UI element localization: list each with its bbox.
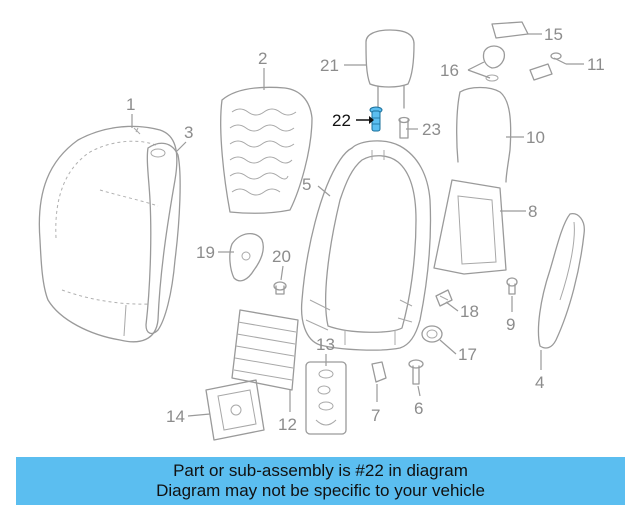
callout-21: 21 <box>320 56 339 75</box>
callout-5: 5 <box>302 175 311 194</box>
callout-12: 12 <box>278 415 297 434</box>
part-7-clip <box>371 361 387 383</box>
callout-13: 13 <box>316 335 335 354</box>
callout-14: 14 <box>166 407 185 426</box>
callout-15: 15 <box>544 25 563 44</box>
callout-4: 4 <box>535 373 544 392</box>
part-23-guide <box>398 116 410 139</box>
part-1-seat-back-cover <box>38 125 178 343</box>
part-14-mounting-plate <box>205 379 265 441</box>
callout-6: 6 <box>414 399 423 418</box>
part-13-hardware-kit <box>305 361 347 435</box>
callouts: 1 2 3 4 5 6 7 8 9 10 11 12 13 14 15 16 1… <box>126 25 605 434</box>
callout-7: 7 <box>371 406 380 425</box>
part-12-lumbar-support <box>231 309 299 391</box>
part-2-spring-mat <box>220 86 313 214</box>
part-21-headrest <box>365 29 415 109</box>
part-16-cover <box>482 45 506 82</box>
callout-20: 20 <box>272 247 291 266</box>
part-8-back-panel <box>433 179 507 275</box>
callout-23: 23 <box>422 120 441 139</box>
part-10-wire <box>456 86 512 183</box>
callout-11: 11 <box>587 55 605 74</box>
callout-16: 16 <box>440 61 459 80</box>
part-5-seat-frame <box>300 140 432 351</box>
callout-22: 22 <box>332 111 351 130</box>
callout-9: 9 <box>506 315 515 334</box>
callout-17: 17 <box>458 345 477 364</box>
part-11-bolts <box>529 52 562 81</box>
part-4-side-shield <box>537 213 585 349</box>
leader-22 <box>356 116 374 124</box>
part-17-knob <box>421 325 443 343</box>
leader-lines <box>131 33 584 417</box>
part-19-bracket <box>229 233 264 282</box>
banner-line-1: Part or sub-assembly is #22 in diagram <box>173 461 468 480</box>
callout-2: 2 <box>258 49 267 68</box>
banner-line-2: Diagram may not be specific to your vehi… <box>156 481 485 500</box>
callout-19: 19 <box>196 243 215 262</box>
part-18-lever <box>435 289 453 307</box>
callout-1: 1 <box>126 95 135 114</box>
callout-3: 3 <box>184 123 193 142</box>
part-9-clip <box>506 277 518 295</box>
part-15-trim <box>491 21 529 39</box>
callout-18: 18 <box>460 302 479 321</box>
part-6-screw <box>408 359 424 385</box>
callout-10: 10 <box>526 128 545 147</box>
info-banner: Part or sub-assembly is #22 in diagram D… <box>16 457 625 505</box>
part-20-bolt <box>273 281 287 295</box>
part-22-headrest-guide <box>369 106 383 132</box>
part-3-side-trim <box>145 142 181 335</box>
parts-diagram: 1 2 3 4 5 6 7 8 9 10 11 12 13 14 15 16 1… <box>38 21 605 441</box>
callout-8: 8 <box>528 202 537 221</box>
